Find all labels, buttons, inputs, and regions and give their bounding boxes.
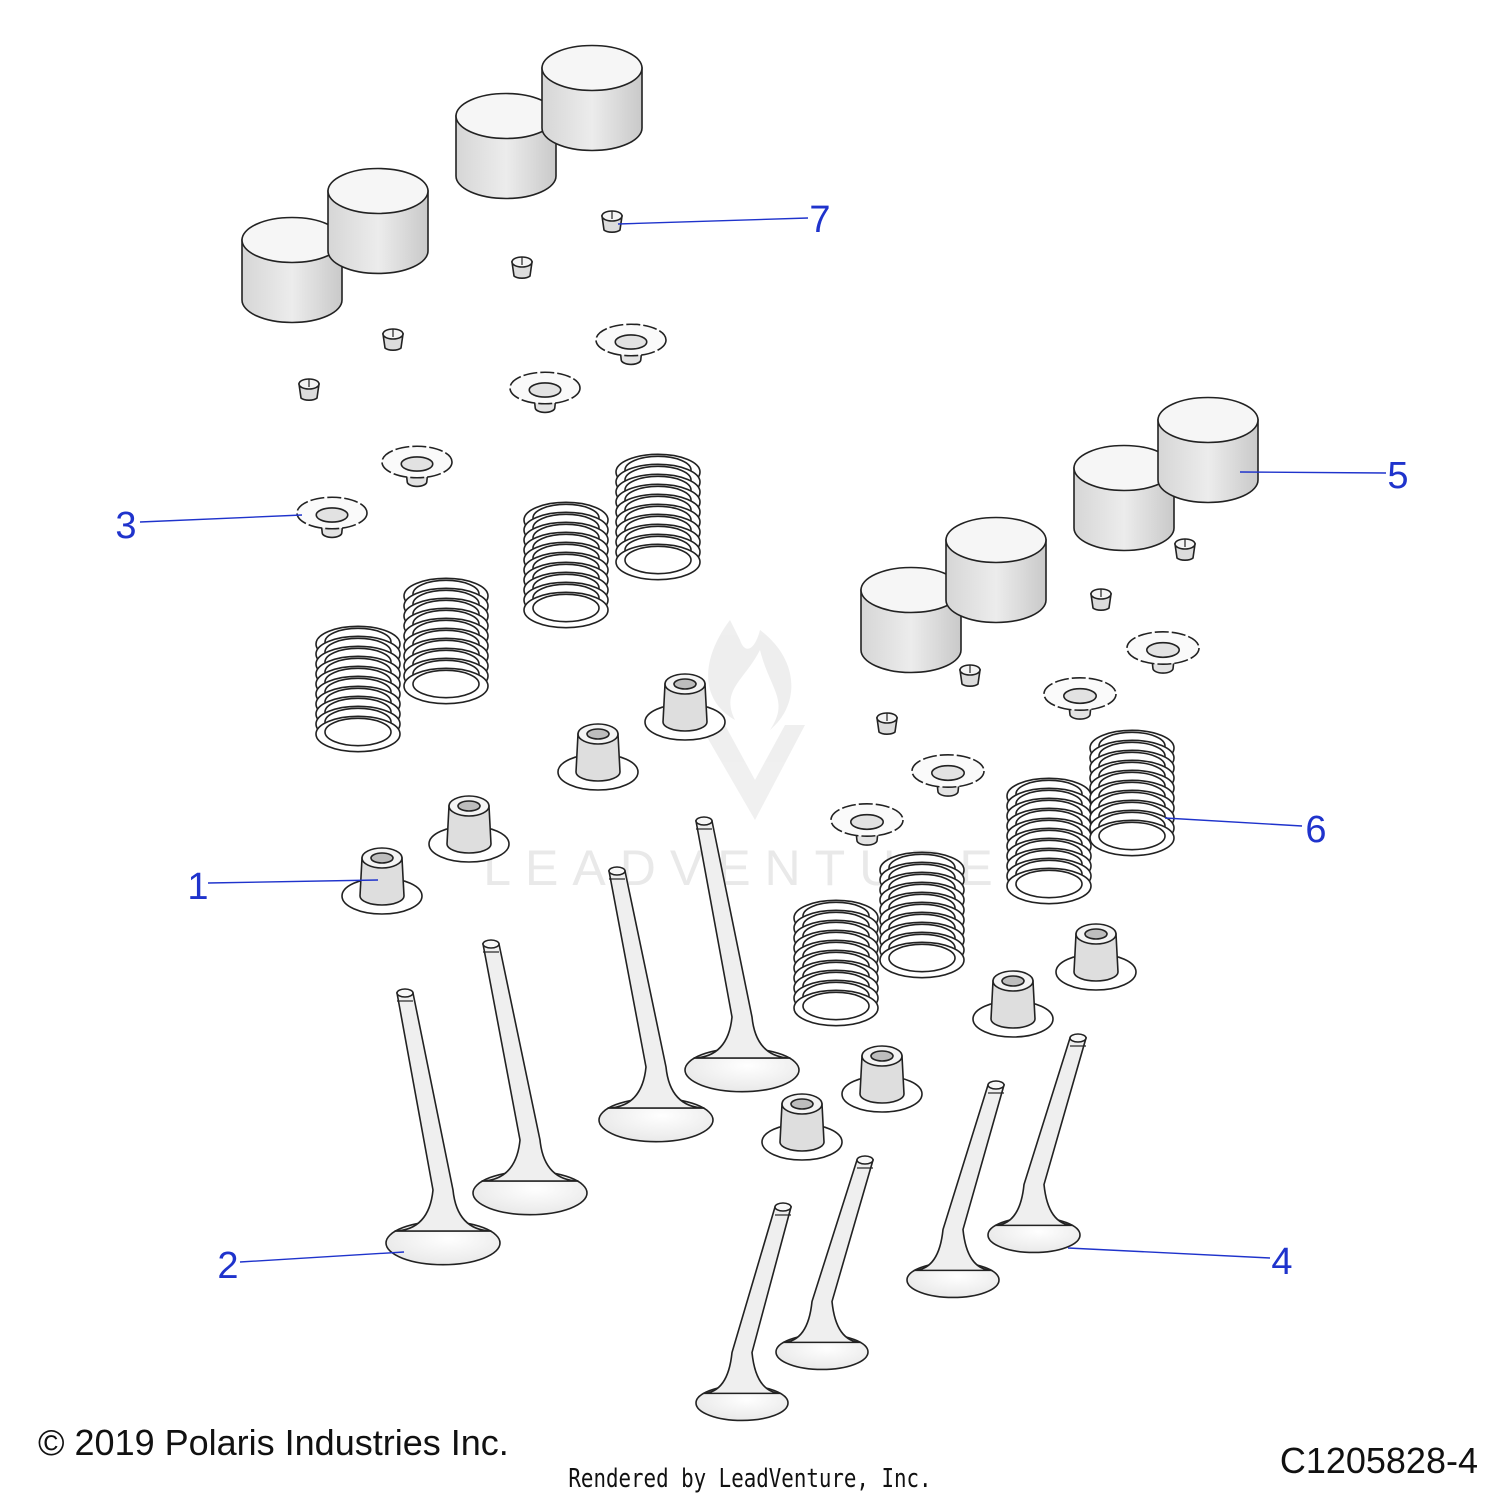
callout-number: 4 <box>1271 1241 1292 1283</box>
callout-leader-line <box>1239 471 1387 474</box>
spring-retainer <box>1126 630 1200 674</box>
valve-keeper <box>1174 538 1196 561</box>
valve-keeper <box>959 664 981 687</box>
spring-retainer <box>1043 676 1117 720</box>
valve-bucket-tappet <box>945 516 1047 624</box>
valve <box>695 1202 793 1422</box>
callout-7-valve-keeper: 7 <box>617 199 831 241</box>
callout-leader-line <box>1164 817 1303 827</box>
callout-4-exhaust-valve: 4 <box>1067 1241 1293 1283</box>
valve-stem-seal <box>761 1093 843 1161</box>
valve-keeper <box>1090 588 1112 611</box>
valve <box>987 1033 1088 1254</box>
valve-bucket-tappet <box>327 167 429 275</box>
valve <box>598 866 714 1143</box>
watermark-logo <box>700 620 805 820</box>
valve-bucket-tappet <box>541 44 643 152</box>
callout-number: 1 <box>187 866 208 908</box>
callout-number: 6 <box>1305 809 1326 851</box>
valve-stem-seal <box>841 1045 923 1113</box>
spring-retainer <box>509 371 581 414</box>
callout-leader-line <box>207 879 379 884</box>
callout-number: 7 <box>809 199 830 241</box>
valve <box>472 939 588 1216</box>
valve-bucket-tappet <box>860 566 962 674</box>
spring-retainer <box>830 802 904 846</box>
valve-bucket-tappet <box>1073 444 1175 552</box>
valve-spring <box>1006 777 1092 905</box>
callout-3-spring-retainer: 3 <box>115 505 303 547</box>
callout-leader-line <box>239 1251 405 1263</box>
valve-stem-seal <box>341 847 423 915</box>
callout-6-valve-spring: 6 <box>1164 809 1327 851</box>
callout-5-valve-bucket-tappet: 5 <box>1239 455 1409 497</box>
valve-spring <box>1089 729 1175 857</box>
callout-leader-line <box>139 514 303 523</box>
valve-spring <box>615 453 701 581</box>
valve-spring <box>793 899 879 1027</box>
spring-retainer <box>595 323 667 366</box>
callout-number: 5 <box>1387 455 1408 497</box>
spring-retainer <box>911 753 985 797</box>
valve-keeper <box>382 328 404 351</box>
valve-keeper <box>511 256 533 279</box>
valve-keeper <box>876 712 898 735</box>
valve-bucket-tappet <box>455 92 557 200</box>
valve-stem-seal <box>557 723 639 791</box>
valve <box>775 1155 875 1371</box>
valve-spring <box>315 625 401 753</box>
valve-stem-seal <box>644 673 726 741</box>
valve <box>906 1080 1006 1299</box>
callout-leader-line <box>617 217 809 225</box>
parts-layer <box>241 44 1259 1422</box>
valve <box>385 988 501 1266</box>
callouts-layer: 1 2 3 4 5 6 7 <box>115 199 1408 1287</box>
valve-stem-seal <box>428 795 510 863</box>
copyright-notice: © 2019 Polaris Industries Inc. <box>38 1422 509 1463</box>
valve <box>684 816 800 1093</box>
spring-retainer <box>381 445 453 488</box>
callout-1-valve-stem-seal: 1 <box>187 866 379 908</box>
valve-spring <box>523 501 609 629</box>
valve-spring <box>879 851 965 979</box>
diagram-id: C1205828-4 <box>1279 1440 1478 1481</box>
valve-stem-seal <box>1055 923 1137 991</box>
callout-number: 2 <box>217 1245 238 1287</box>
valve-stem-seal <box>972 970 1054 1038</box>
rendered-by-credit: Rendered by LeadVenture, Inc. <box>568 1464 932 1494</box>
spring-retainer <box>296 496 368 539</box>
valve-bucket-tappet <box>241 216 343 324</box>
valve-spring <box>403 577 489 705</box>
callout-2-intake-valve: 2 <box>217 1245 405 1287</box>
valve-keeper <box>601 210 623 233</box>
callout-number: 3 <box>115 505 136 547</box>
valve-keeper <box>298 378 320 401</box>
valve-bucket-tappet <box>1157 396 1259 504</box>
callout-leader-line <box>1067 1247 1271 1259</box>
